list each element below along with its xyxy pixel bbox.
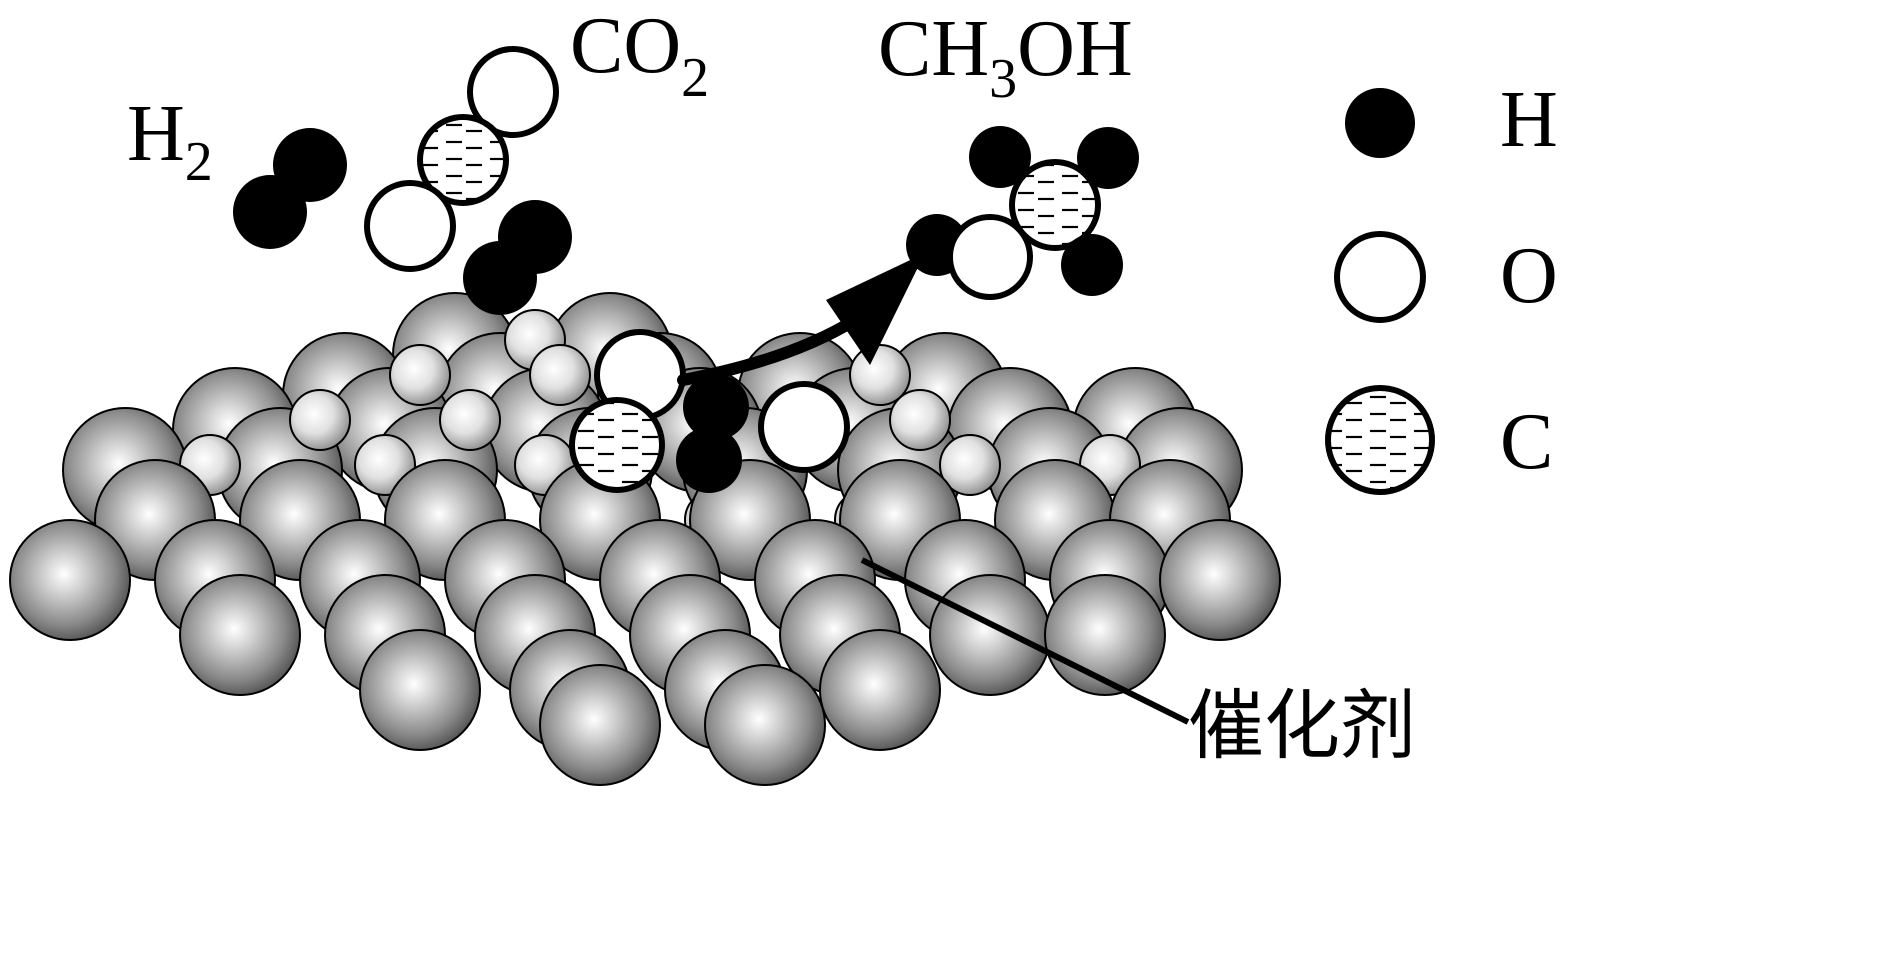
catalyst-sphere <box>1044 574 1166 696</box>
catalyst-sphere <box>359 629 481 751</box>
catalyst-sphere <box>179 574 301 696</box>
adsorbed-species <box>569 329 850 493</box>
catalyst-sphere <box>819 629 941 751</box>
catalyst-leader-line <box>860 557 1190 725</box>
co2-label: CO2 <box>570 2 709 109</box>
legend-oxygen-swatch <box>1334 231 1426 323</box>
hydrogen-atom <box>463 241 537 315</box>
legend-hydrogen-swatch <box>1345 88 1415 158</box>
hydrogen-atom <box>1077 127 1139 189</box>
hydrogen-atom <box>683 374 749 440</box>
legend-oxygen-symbol: O <box>1500 232 1558 320</box>
reaction-arrow <box>677 253 925 386</box>
catalyst-small-sphere <box>889 389 951 451</box>
hydrogen-atom <box>969 126 1031 188</box>
hydrogen-atom <box>233 175 307 249</box>
h2-label: H2 <box>127 90 213 193</box>
catalyst-sphere <box>1159 519 1281 641</box>
catalyst-sphere <box>9 519 131 641</box>
legend-oxygen: O <box>1334 231 1558 323</box>
h2-molecule-right <box>463 200 572 315</box>
ch3oh-label: CH3OH <box>878 5 1133 110</box>
catalyst-small-sphere <box>389 344 451 406</box>
legend-carbon: C <box>1325 385 1553 495</box>
co2-label-sub: 2 <box>681 47 709 109</box>
carbon-atom <box>569 397 665 493</box>
catalyst-small-sphere <box>439 389 501 451</box>
ch3oh-label-post: OH <box>1017 5 1133 93</box>
co2-molecule <box>364 46 559 272</box>
carbon-atom <box>1009 159 1101 251</box>
hydrogen-atom <box>676 427 742 493</box>
legend-carbon-symbol: C <box>1500 398 1553 486</box>
ch3oh-label-pre: CH <box>878 5 989 93</box>
catalyst-sphere <box>539 664 661 786</box>
h2-label-main: H <box>127 90 185 178</box>
catalyst-sphere <box>929 574 1051 696</box>
oxygen-atom <box>947 214 1033 300</box>
legend-carbon-swatch <box>1325 385 1435 495</box>
catalyst-small-sphere <box>939 434 1001 496</box>
catalyst-small-sphere <box>849 344 911 406</box>
oxygen-atom <box>364 180 456 272</box>
catalyst-label: 催化剂 <box>1188 681 1416 770</box>
carbon-atom <box>417 114 509 206</box>
catalyst-small-sphere <box>529 344 591 406</box>
h2-molecule-left <box>233 128 347 249</box>
catalyst-sphere <box>704 664 826 786</box>
ch3oh-label-sub: 3 <box>989 48 1017 110</box>
legend-hydrogen-symbol: H <box>1500 76 1558 164</box>
co2-label-main: CO <box>570 2 681 90</box>
legend-hydrogen: H <box>1345 76 1558 164</box>
oxygen-atom <box>467 46 559 138</box>
catalyst-small-sphere <box>289 389 351 451</box>
legend: H O C <box>1325 76 1558 495</box>
h2-label-sub: 2 <box>185 131 213 193</box>
ch3oh-molecule <box>906 126 1139 300</box>
oxygen-atom <box>758 381 850 473</box>
hydrogen-atom <box>1061 234 1123 296</box>
